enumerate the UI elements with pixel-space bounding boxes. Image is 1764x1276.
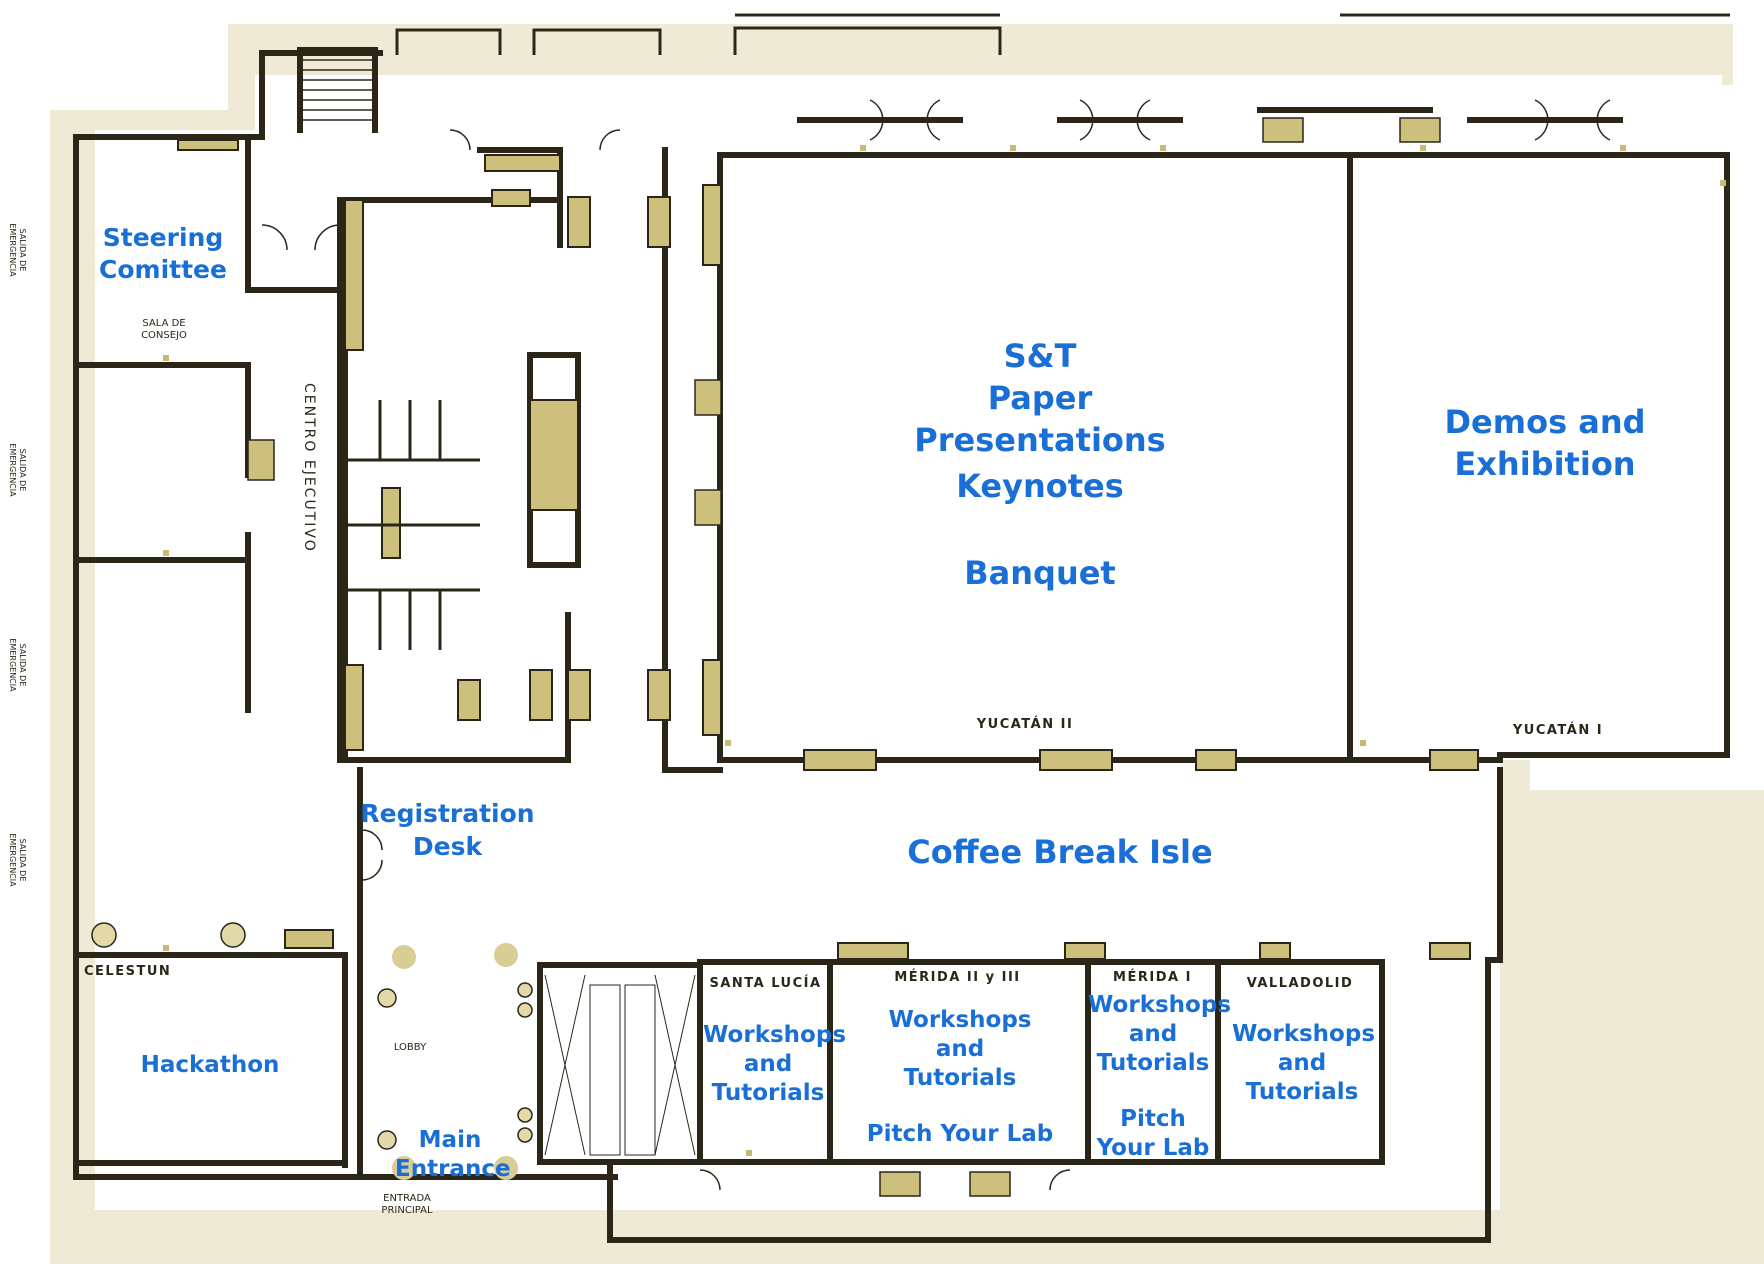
emergency-exit-label-3: SALIDA DE EMERGENCIA xyxy=(8,638,27,692)
steering-room-wall xyxy=(73,134,351,368)
centro-ejecutivo-label: CENTRO EJECUTIVO xyxy=(301,383,317,553)
meeting-rooms-dividers xyxy=(827,959,1221,1165)
door-swings xyxy=(261,99,1611,1191)
restroom-core-top xyxy=(477,147,563,203)
registration-desk-label: Registration Desk xyxy=(360,799,535,861)
merida-i-pitch-label: Pitch Your Lab xyxy=(1096,1106,1210,1161)
merida-i-workshops-label: Workshops and Tutorials xyxy=(1088,992,1232,1076)
keynotes-label: Keynotes xyxy=(956,467,1124,505)
top-exterior-walls xyxy=(395,13,1730,55)
stair-top-left xyxy=(302,59,372,121)
fixtures xyxy=(177,139,1479,960)
restroom-stalls xyxy=(345,400,480,650)
ejecutivo-corridor-wall xyxy=(337,197,363,1178)
valladolid-workshops-label: Workshops and Tutorials xyxy=(1232,1021,1376,1105)
hall-top-doors xyxy=(797,107,1623,123)
yucatan-hall-outline xyxy=(717,152,1730,763)
interior-floor xyxy=(95,75,1722,1210)
merida-ii-iii-workshops-label: Workshops and Tutorials xyxy=(888,1007,1032,1091)
east-corridor-wall xyxy=(1485,767,1503,1243)
merida-ii-iii-label: MÉRIDA II y III xyxy=(894,970,1021,985)
main-entrance-label: Main Entrance xyxy=(395,1127,511,1182)
santa-lucia-workshops-label: Workshops and Tutorials xyxy=(703,1022,847,1106)
hackathon-label: Hackathon xyxy=(140,1052,280,1078)
escalator-box xyxy=(537,962,703,1165)
merida-i-label: MÉRIDA I xyxy=(1113,970,1192,985)
celestun-label: CELESTUN xyxy=(84,964,172,979)
hall-west-wall xyxy=(662,147,723,773)
merida-ii-iii-pitch-label: Pitch Your Lab xyxy=(866,1121,1054,1147)
santa-lucia-label: SANTA LUCÍA xyxy=(709,976,822,991)
emergency-exit-label-1: SALIDA DE EMERGENCIA xyxy=(8,223,27,277)
revolving-doors xyxy=(247,117,1441,1197)
coffee-break-isle-label: Coffee Break Isle xyxy=(907,833,1213,871)
st-paper-presentations-label: S&T Paper Presentations xyxy=(914,337,1166,459)
yucatan-ii-label: YUCATÁN II xyxy=(976,717,1074,732)
round-tables xyxy=(91,922,533,1180)
entrada-principal-label: ENTRADA PRINCIPAL xyxy=(381,1193,433,1216)
valladolid-label: VALLADOLID xyxy=(1246,976,1354,991)
emergency-exit-label-4: SALIDA DE EMERGENCIA xyxy=(8,833,27,887)
wall-markers xyxy=(163,145,1726,1156)
escalators xyxy=(544,974,696,1156)
emergency-exit-label-2: SALIDA DE EMERGENCIA xyxy=(8,443,27,497)
left-wall xyxy=(73,134,618,1180)
demos-exhibition-label: Demos and Exhibition xyxy=(1444,403,1646,483)
banquet-label: Banquet xyxy=(964,554,1116,592)
top-stair-wall xyxy=(297,47,378,133)
sala-de-consejo-label: SALA DE CONSEJO xyxy=(141,318,187,341)
steering-committee-label: Steering Comittee xyxy=(99,223,227,284)
lobby-label: LOBBY xyxy=(393,1042,427,1053)
yucatan-i-label: YUCATÁN I xyxy=(1512,723,1604,738)
celestun-wall xyxy=(73,952,348,1168)
bottom-wall xyxy=(607,1159,1491,1243)
